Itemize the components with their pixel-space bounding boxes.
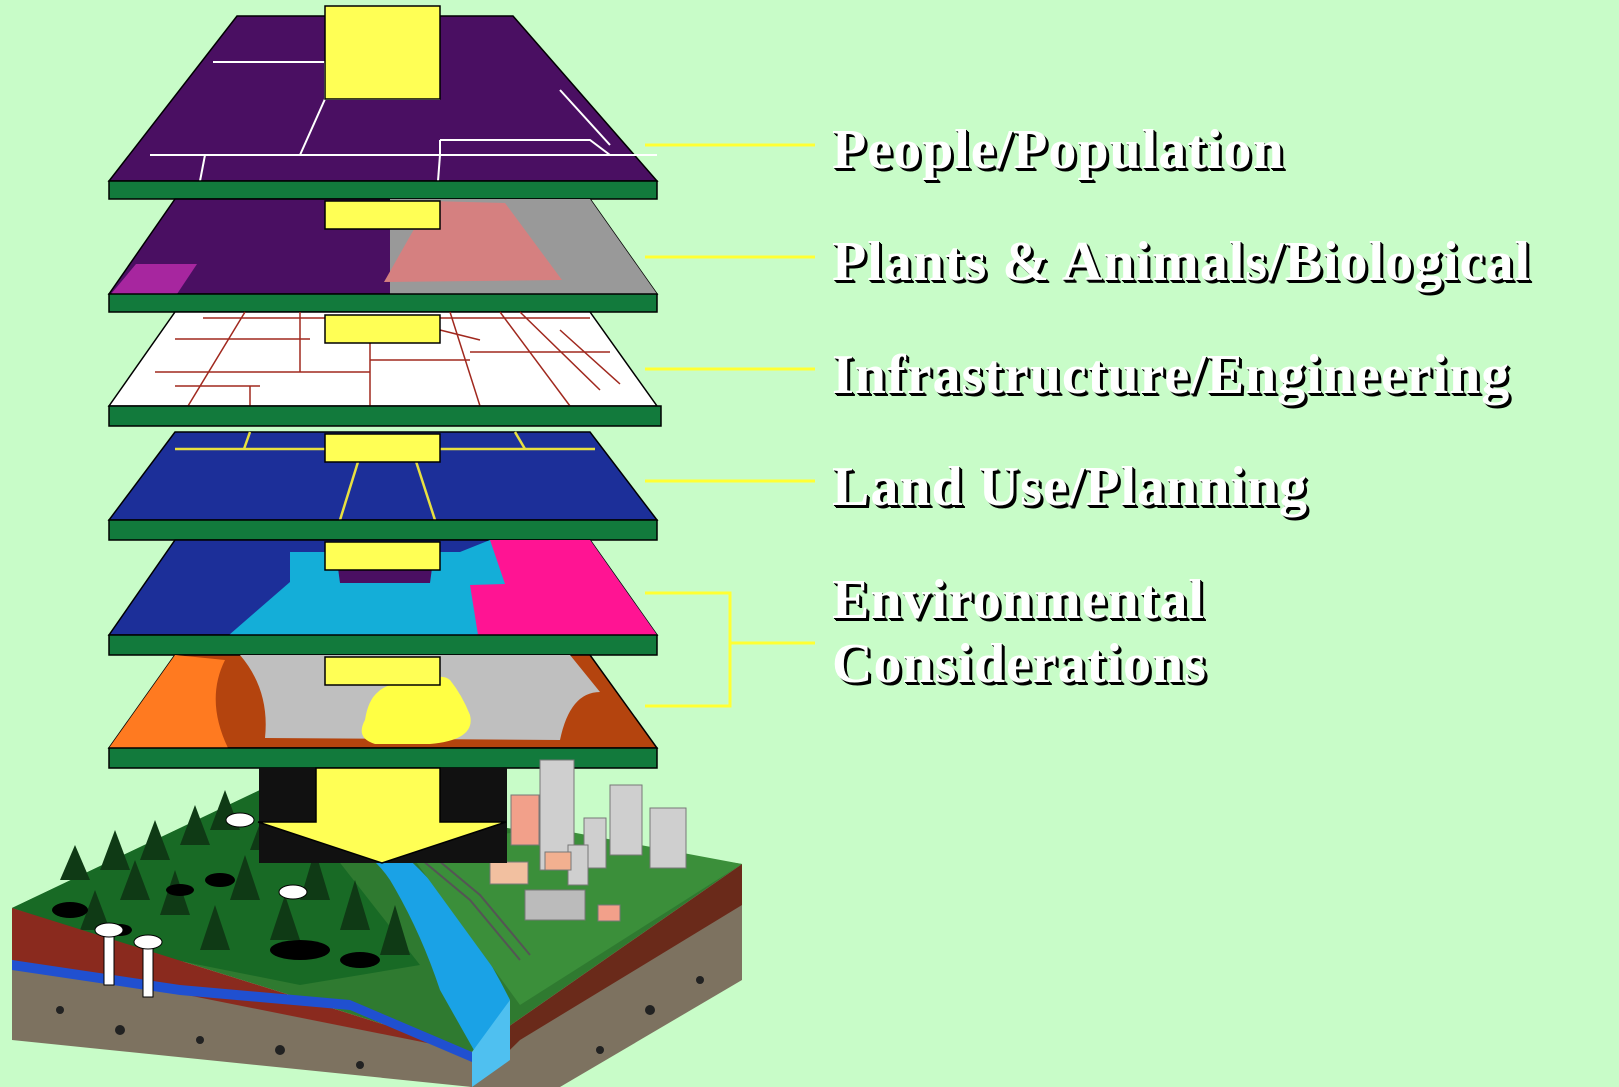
layer-land-use — [107, 431, 659, 541]
layer-environmental-1 — [107, 539, 659, 656]
layer-plants-animals — [107, 198, 659, 313]
layer-infrastructure — [107, 311, 662, 427]
landscape-block-diagram — [12, 759, 742, 1087]
label-environmental-line2: Considerations — [832, 633, 1207, 695]
label-land-use: Land Use/Planning — [832, 456, 1309, 518]
label-environmental: Environmental Considerations — [832, 568, 1207, 696]
buildings — [489, 759, 687, 922]
label-people-population: People/Population — [832, 119, 1285, 181]
label-plants-animals: Plants & Animals/Biological — [832, 231, 1532, 293]
connector-lines — [645, 143, 815, 708]
down-arrow-icon — [257, 767, 507, 864]
layer-environmental-2 — [107, 654, 659, 769]
label-environmental-line1: Environmental — [832, 569, 1205, 631]
layer-people-population — [107, 5, 659, 200]
label-infrastructure: Infrastructure/Engineering — [832, 344, 1511, 406]
